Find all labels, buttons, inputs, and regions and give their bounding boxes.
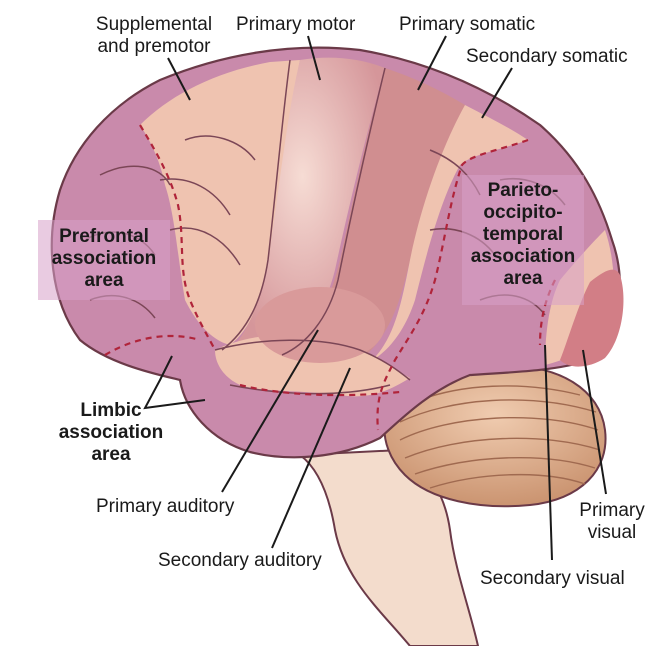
- label-secondary-auditory: Secondary auditory: [158, 550, 322, 571]
- label-primary-somatic: Primary somatic: [399, 14, 536, 35]
- primary-somatic-area: [285, 68, 465, 363]
- secondary-somatic-area: [370, 105, 528, 362]
- label-secondary-somatic: Secondary somatic: [466, 46, 628, 67]
- association-boundaries: [104, 124, 556, 431]
- primary-motor-area: [235, 57, 385, 355]
- prefrontal-label-box: [38, 220, 170, 300]
- label-limbic-association: Limbic association area: [58, 400, 164, 465]
- primary-visual-area: [560, 269, 624, 367]
- label-primary-auditory: Primary auditory: [96, 496, 235, 517]
- label-parieto-occipito-temporal: Parieto- occipito- temporal association …: [470, 180, 576, 289]
- label-prefrontal-association: Prefrontal association area: [51, 226, 157, 291]
- label-primary-visual: Primary visual: [579, 500, 645, 543]
- cerebellum-folia: [399, 385, 601, 489]
- label-secondary-visual: Secondary visual: [480, 568, 625, 589]
- secondary-auditory-area: [215, 334, 410, 397]
- parieto-label-box: [462, 175, 584, 305]
- primary-auditory-area: [255, 287, 385, 363]
- label-primary-motor: Primary motor: [236, 14, 356, 35]
- label-supplemental-premotor: Supplemental and premotor: [95, 14, 213, 57]
